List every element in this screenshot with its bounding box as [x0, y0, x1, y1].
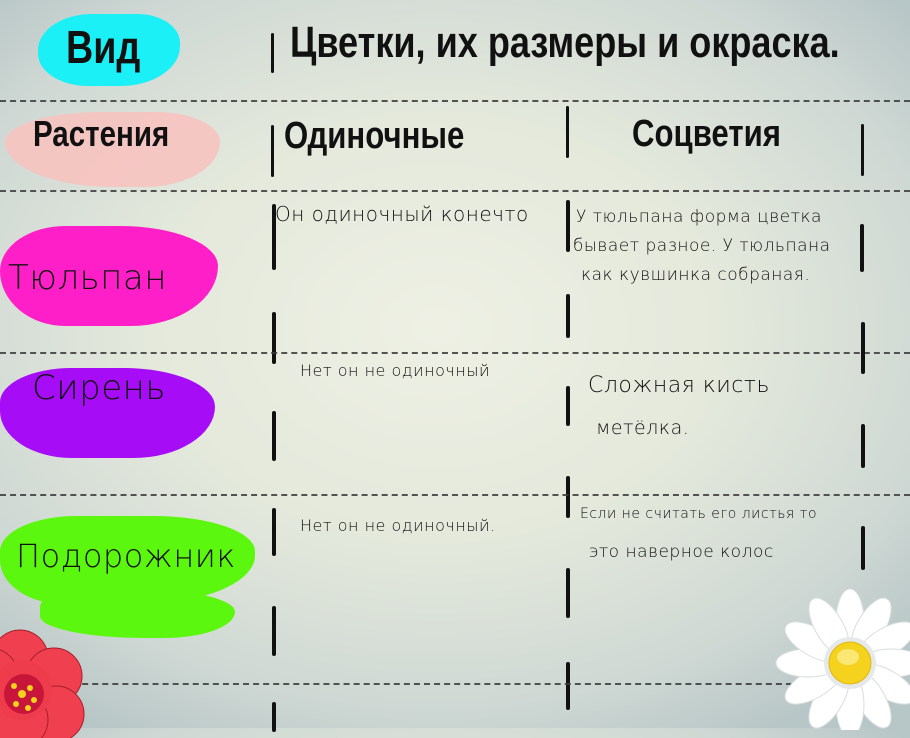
- column-divider: [566, 386, 570, 426]
- plantain-highlight-tail: [40, 590, 235, 638]
- column-divider: [272, 508, 276, 556]
- column-header-plants: Растения: [33, 113, 170, 154]
- inflorescence-cell-plantain-line1: Если не считать его листья то: [580, 506, 818, 522]
- plant-name-lilac: Сирень: [32, 368, 166, 408]
- single-cell-tulip: Он одиночный конечто: [275, 202, 529, 226]
- column-divider: [566, 476, 570, 518]
- divider-line: [0, 100, 910, 102]
- column-divider: [566, 294, 570, 338]
- tulip-highlight: [0, 226, 218, 326]
- inflorescence-cell-tulip-line2: бывает разное. У тюльпана: [573, 236, 831, 256]
- divider-line: [0, 190, 910, 192]
- column-divider: [272, 702, 276, 732]
- vid-highlight: [38, 14, 180, 86]
- column-divider: [566, 662, 570, 710]
- column-divider: [861, 424, 865, 468]
- column-divider: [271, 125, 274, 177]
- inflorescence-cell-lilac-line1: Сложная кисть: [588, 373, 770, 398]
- column-header-inflorescence: Соцветия: [632, 113, 781, 155]
- vid-label: Вид: [66, 21, 141, 73]
- lilac-highlight: [0, 368, 215, 458]
- plants-highlight: [5, 112, 220, 187]
- plantain-highlight: [0, 516, 255, 604]
- title-divider: [271, 33, 274, 73]
- column-divider: [860, 224, 864, 272]
- column-header-single: Одиночные: [284, 115, 465, 157]
- column-divider: [861, 124, 864, 176]
- white-daisy-icon: [775, 588, 910, 730]
- red-flower-icon: [0, 629, 85, 738]
- inflorescence-cell-tulip-line3: как кувшинка собраная.: [581, 265, 811, 285]
- inflorescence-cell-lilac-line2: метёлка.: [596, 417, 690, 439]
- column-divider: [272, 606, 276, 656]
- inflorescence-cell-plantain-line2: это наверное колос: [589, 542, 774, 562]
- column-divider: [566, 106, 569, 158]
- column-divider: [861, 526, 865, 570]
- plant-name-tulip: Тюльпан: [8, 258, 167, 298]
- divider-line: [0, 494, 910, 496]
- column-divider: [272, 411, 276, 461]
- column-divider: [272, 312, 276, 364]
- column-divider: [272, 204, 276, 270]
- divider-line: [52, 683, 802, 685]
- page-title: Цветки, их размеры и окраска.: [290, 18, 840, 67]
- column-divider: [566, 200, 570, 252]
- inflorescence-cell-tulip-line1: У тюльпана форма цветка: [576, 207, 822, 227]
- column-divider: [566, 568, 570, 618]
- plant-name-plantain: Подорожник: [16, 537, 236, 575]
- divider-line: [0, 352, 910, 354]
- column-divider: [861, 322, 865, 374]
- single-cell-lilac: Нет он не одиночный: [300, 361, 491, 380]
- single-cell-plantain: Нет он не одиночный.: [300, 516, 496, 535]
